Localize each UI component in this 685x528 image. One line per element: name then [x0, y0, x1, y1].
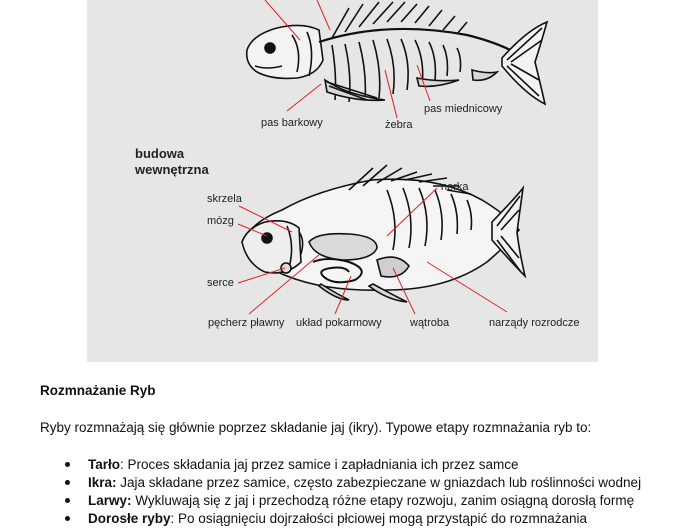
- stage-term: Dorosłe ryby: [88, 511, 171, 526]
- section-title-line2: wewnętrzna: [134, 162, 209, 177]
- fish-anatomy-illustration: pas barkowy żebra pas miednicowy budowa …: [87, 0, 598, 362]
- label-watroba: wątroba: [409, 317, 450, 329]
- list-item: Larwy: Wykluwają się z jaj i przechodzą …: [88, 492, 685, 510]
- section-title-line1: budowa: [135, 146, 185, 161]
- label-mozg: mózg: [207, 215, 234, 227]
- skeleton-fish-drawing: [247, 2, 547, 104]
- intro-paragraph: Ryby rozmnażają się głównie poprzez skła…: [40, 420, 660, 435]
- list-item: Ikra: Jaja składane przez samice, często…: [88, 474, 685, 492]
- label-nerka: nerka: [441, 181, 469, 193]
- label-serce: serce: [207, 277, 234, 289]
- internal-anatomy-fish-drawing: [242, 165, 525, 302]
- stage-term: Tarło: [88, 457, 120, 472]
- label-pecherz-plawny: pęcherz pławny: [208, 317, 285, 329]
- stage-text: Proces składania jaj przez samice i zapł…: [124, 457, 519, 472]
- stage-term: Ikra:: [88, 475, 117, 490]
- stage-text: Po osiągnięciu dojrzałości płciowej mogą…: [174, 511, 587, 526]
- label-pas-miednicowy: pas miednicowy: [424, 103, 503, 115]
- list-item: Dorosłe ryby: Po osiągnięciu dojrzałości…: [88, 510, 685, 528]
- fish-anatomy-figure: pas barkowy żebra pas miednicowy budowa …: [87, 0, 598, 362]
- stage-text: Wykluwają się z jaj i przechodzą różne e…: [132, 493, 635, 508]
- stage-text: Jaja składane przez samice, często zabez…: [117, 475, 642, 490]
- section-heading: Rozmnażanie Ryb: [40, 383, 156, 398]
- label-uklad-pokarmowy: układ pokarmowy: [296, 317, 382, 329]
- label-pas-barkowy: pas barkowy: [261, 117, 323, 129]
- stages-list: Tarło: Proces składania jaj przez samice…: [40, 456, 685, 528]
- label-skrzela: skrzela: [207, 193, 243, 205]
- label-narzady-rozrodcze: narządy rozrodcze: [489, 317, 580, 329]
- stage-term: Larwy:: [88, 493, 132, 508]
- list-item: Tarło: Proces składania jaj przez samice…: [88, 456, 685, 474]
- label-zebra: żebra: [385, 119, 413, 131]
